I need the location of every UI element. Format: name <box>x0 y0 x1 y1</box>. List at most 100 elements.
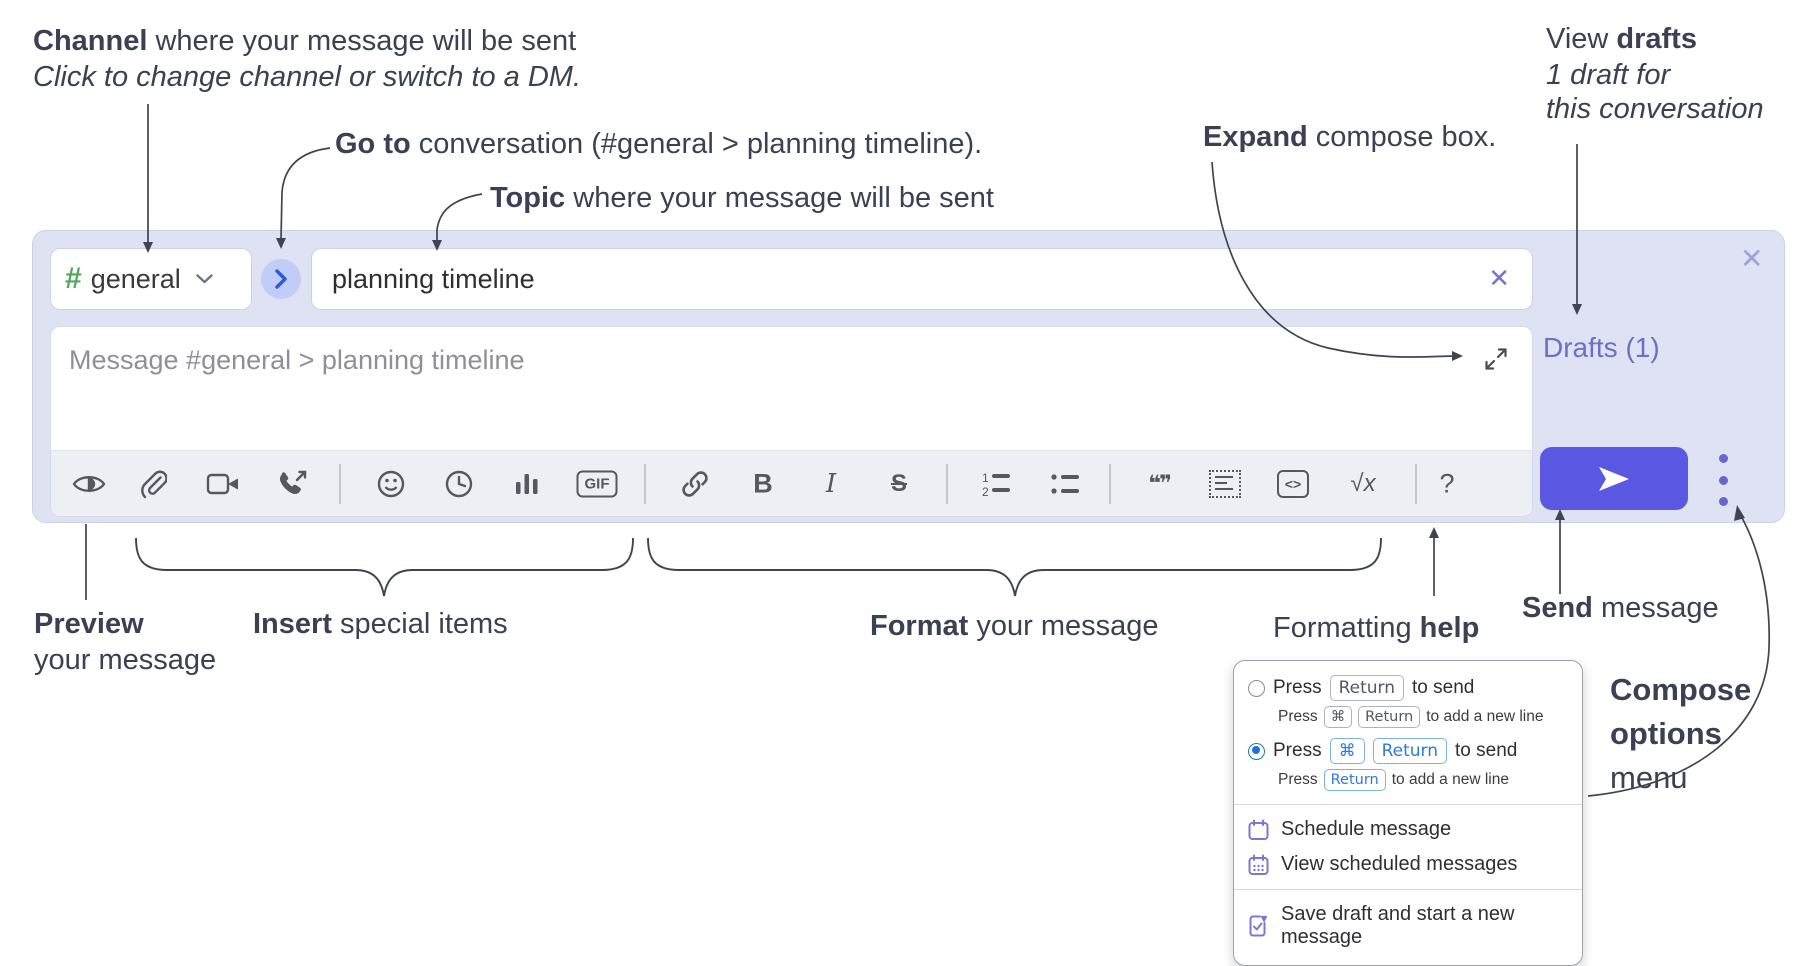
message-input[interactable] <box>57 333 1461 467</box>
drafts-link[interactable]: Drafts (1) <box>1543 332 1660 363</box>
insert-label: Insert special items <box>253 606 508 642</box>
channel-annotation-rest: where your message will be sent <box>147 25 577 57</box>
topic-input[interactable] <box>312 263 1467 295</box>
option-subtext: to add a new line <box>1426 708 1544 725</box>
message-area: GIF B I S 1 2 ❝❞ <> √x <box>50 326 1533 517</box>
link-icon[interactable] <box>680 469 710 499</box>
preview-label: Preview your message <box>34 606 216 678</box>
options-label-line2: options <box>1610 716 1722 751</box>
send-option-return[interactable]: Press Return to send <box>1234 671 1582 705</box>
format-label: Format your message <box>870 608 1159 644</box>
option-text: Press <box>1273 740 1322 761</box>
channel-annotation-bold: Channel <box>33 25 148 57</box>
strikethrough-icon[interactable]: S <box>890 469 908 497</box>
topic-annotation: Topic where your message will be sent <box>490 181 994 215</box>
formatting-help-icon[interactable]: ? <box>1439 468 1455 498</box>
compose-options-label: Compose options menu <box>1610 668 1751 800</box>
option-subtext: Press <box>1278 708 1318 725</box>
radio-unselected-icon[interactable] <box>1248 679 1265 697</box>
channel-name: general <box>90 263 181 294</box>
option-subtext: to add a new line <box>1391 771 1509 788</box>
expand-annotation-rest: compose box. <box>1307 121 1497 153</box>
send-plane-icon <box>1599 466 1629 491</box>
math-icon[interactable]: √x <box>1350 469 1376 497</box>
clear-topic-icon[interactable]: ✕ <box>1488 264 1510 294</box>
option-subtext: Press <box>1278 771 1318 788</box>
return-key: Return <box>1372 738 1447 764</box>
preview-label-bold: Preview <box>34 608 144 640</box>
menu-item-label: Save draft and start a new message <box>1281 903 1515 948</box>
return-key: Return <box>1329 675 1404 701</box>
bulleted-list-icon[interactable] <box>1050 471 1080 497</box>
chevron-right-icon <box>275 269 287 289</box>
formatting-help-label: Formatting help <box>1273 610 1479 646</box>
code-icon[interactable]: <> <box>1277 469 1309 498</box>
return-key: Return <box>1323 769 1386 791</box>
cmd-key: ⌘ <box>1329 738 1365 764</box>
radio-selected-icon[interactable] <box>1248 742 1265 760</box>
menu-item-schedule-message[interactable]: Schedule message <box>1234 812 1582 847</box>
svg-text:1: 1 <box>982 471 989 485</box>
send-option-cmd-return[interactable]: Press ⌘ Return to send <box>1234 734 1582 768</box>
channel-annotation: Channel where your message will be sent <box>33 24 576 58</box>
options-label-line1: Compose <box>1610 672 1752 707</box>
drafts-annotation-pre: View <box>1546 23 1617 55</box>
menu-item-label: View scheduled messages <box>1281 853 1518 875</box>
toolbar-divider <box>339 464 341 504</box>
send-label-rest: message <box>1592 592 1719 624</box>
goto-conversation-button[interactable] <box>261 259 301 299</box>
send-label-bold: Send <box>1522 592 1593 624</box>
channel-selector-button[interactable]: # general <box>50 248 252 310</box>
menu-divider <box>1234 804 1582 805</box>
menu-divider <box>1234 889 1582 890</box>
send-option-cmd-return-sub: Press Return to add a new line <box>1234 768 1582 797</box>
preview-eye-icon[interactable] <box>72 472 106 496</box>
compose-options-menu: Press Return to send Press ⌘ Return to a… <box>1233 660 1583 966</box>
compose-options-button[interactable] <box>1706 452 1740 508</box>
send-label: Send message <box>1522 590 1719 626</box>
spoiler-icon[interactable] <box>1209 469 1241 498</box>
format-label-rest: your message <box>968 610 1159 642</box>
attach-file-icon[interactable] <box>139 469 167 499</box>
expand-annotation-bold: Expand <box>1203 121 1308 153</box>
goto-annotation-rest: conversation (#general > planning timeli… <box>410 128 983 160</box>
italic-icon[interactable]: I <box>825 468 837 499</box>
expand-annotation: Expand compose box. <box>1203 120 1496 154</box>
chevron-down-icon <box>196 274 213 284</box>
menu-item-label: Schedule message <box>1281 818 1452 840</box>
goto-annotation-bold: Go to <box>335 128 411 160</box>
calendar-grid-icon <box>1248 854 1269 875</box>
compose-box-help-diagram: { "annotations": { "channel_bold": "Chan… <box>32 23 1785 966</box>
dot-icon <box>1718 497 1728 506</box>
expand-compose-icon[interactable] <box>1484 347 1508 371</box>
option-text: to send <box>1455 740 1518 761</box>
calendar-icon <box>1248 819 1269 840</box>
gif-icon[interactable]: GIF <box>576 470 618 497</box>
quote-icon[interactable]: ❝❞ <box>1148 471 1172 496</box>
menu-item-view-scheduled[interactable]: View scheduled messages <box>1234 847 1582 882</box>
insert-label-bold: Insert <box>253 608 332 640</box>
toolbar-divider <box>1109 464 1111 504</box>
toolbar-divider <box>946 464 948 504</box>
emoji-icon[interactable] <box>376 469 406 499</box>
close-compose-icon[interactable]: ✕ <box>1740 242 1764 275</box>
channel-annotation-sub: Click to change channel or switch to a D… <box>33 61 582 93</box>
options-label-line3: menu <box>1610 760 1688 795</box>
dot-icon <box>1718 475 1728 485</box>
preview-label-line2: your message <box>34 644 217 676</box>
numbered-list-icon[interactable]: 1 2 <box>982 471 1012 497</box>
toolbar-divider <box>644 464 646 504</box>
menu-item-save-draft[interactable]: Save draft and start a new message <box>1234 897 1582 955</box>
audio-call-icon[interactable] <box>277 469 309 499</box>
save-draft-icon <box>1249 915 1268 937</box>
bold-icon[interactable]: B <box>753 468 773 498</box>
return-key: Return <box>1358 706 1421 728</box>
dot-icon <box>1718 454 1728 463</box>
send-button[interactable] <box>1540 447 1688 510</box>
help-label-bold: help <box>1419 612 1480 644</box>
poll-icon[interactable] <box>514 470 540 498</box>
video-call-icon[interactable] <box>206 471 240 497</box>
topic-annotation-rest: where your message will be sent <box>565 182 994 214</box>
time-icon[interactable] <box>444 469 474 499</box>
help-label-pre: Formatting <box>1273 612 1420 644</box>
